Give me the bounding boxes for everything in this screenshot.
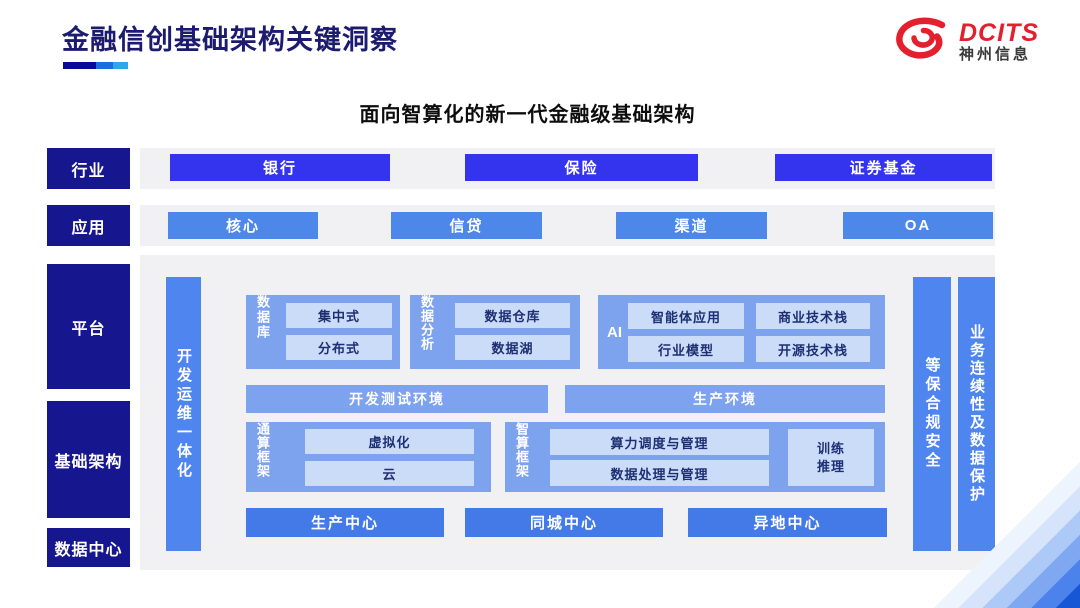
application-item-oa: OA: [843, 212, 993, 239]
application-item-credit: 信贷: [391, 212, 542, 239]
application-item-channel: 渠道: [616, 212, 767, 239]
underline-segment-light: [113, 62, 128, 69]
ai-label: AI: [607, 323, 622, 341]
row-label-infrastructure: 基础架构: [47, 401, 130, 518]
ai-item-opensource-stack: 开源技术栈: [756, 336, 870, 362]
general-compute-item-cloud: 云: [305, 461, 474, 486]
database-item-centralized: 集中式: [286, 303, 392, 328]
section-database: 数据库 集中式 分布式: [246, 295, 400, 369]
page-title: 金融信创基础架构关键洞察: [62, 25, 398, 55]
general-compute-label: 通算框架: [255, 422, 270, 478]
ai-item-industry-models: 行业模型: [628, 336, 744, 362]
center-same-city: 同城中心: [465, 508, 663, 537]
general-compute-item-virtualization: 虚拟化: [305, 429, 474, 454]
row-label-application: 应用: [47, 205, 130, 246]
diagram-title: 面向智算化的新一代金融级基础架构: [359, 104, 696, 126]
industry-item-insurance: 保险: [465, 154, 698, 181]
logo-wordmark: DCITS: [959, 18, 1039, 47]
center-production: 生产中心: [246, 508, 444, 537]
industry-item-bank: 银行: [170, 154, 390, 181]
section-general-compute: 通算框架 虚拟化 云: [246, 422, 491, 492]
logo-company-name: 神州信息: [959, 46, 1032, 63]
ai-item-agent-apps: 智能体应用: [628, 303, 744, 329]
underline-segment-mid: [96, 62, 113, 69]
env-dev-test: 开发测试环境: [246, 385, 548, 413]
intelligent-compute-item-scheduling: 算力调度与管理: [550, 429, 769, 455]
intelligent-compute-train-infer-box: 训练 推理: [788, 429, 874, 486]
analytics-item-lake: 数据湖: [455, 335, 570, 360]
section-analytics: 数据分析 数据仓库 数据湖: [410, 295, 580, 369]
database-item-distributed: 分布式: [286, 335, 392, 360]
ai-item-commercial-stack: 商业技术栈: [756, 303, 870, 329]
row-label-platform: 平台: [47, 264, 130, 389]
devops-bar: 开发运维一体化: [166, 277, 201, 551]
intelligent-compute-item-dataprocessing: 数据处理与管理: [550, 460, 769, 486]
underline-segment-dark: [63, 62, 96, 69]
row-label-datacenter: 数据中心: [47, 528, 130, 567]
analytics-label: 数据分析: [419, 295, 434, 351]
analytics-item-warehouse: 数据仓库: [455, 303, 570, 328]
corner-stripes-decoration: [880, 433, 1080, 608]
row-label-industry: 行业: [47, 148, 130, 189]
application-item-core: 核心: [168, 212, 318, 239]
env-production: 生产环境: [565, 385, 885, 413]
center-remote: 异地中心: [688, 508, 887, 537]
devops-bar-label: 开发运维一体化: [175, 347, 192, 481]
section-ai: AI 智能体应用 商业技术栈 行业模型 开源技术栈: [598, 295, 885, 369]
section-intelligent-compute: 智算框架 算力调度与管理 数据处理与管理 训练 推理: [505, 422, 885, 492]
database-label: 数据库: [255, 295, 270, 340]
title-underline: [63, 62, 128, 69]
intelligent-compute-label: 智算框架: [514, 422, 529, 478]
dcits-logo-icon: [893, 16, 951, 67]
industry-item-securities: 证券基金: [775, 154, 992, 181]
brand-logo: DCITS 神州信息: [893, 16, 1039, 67]
